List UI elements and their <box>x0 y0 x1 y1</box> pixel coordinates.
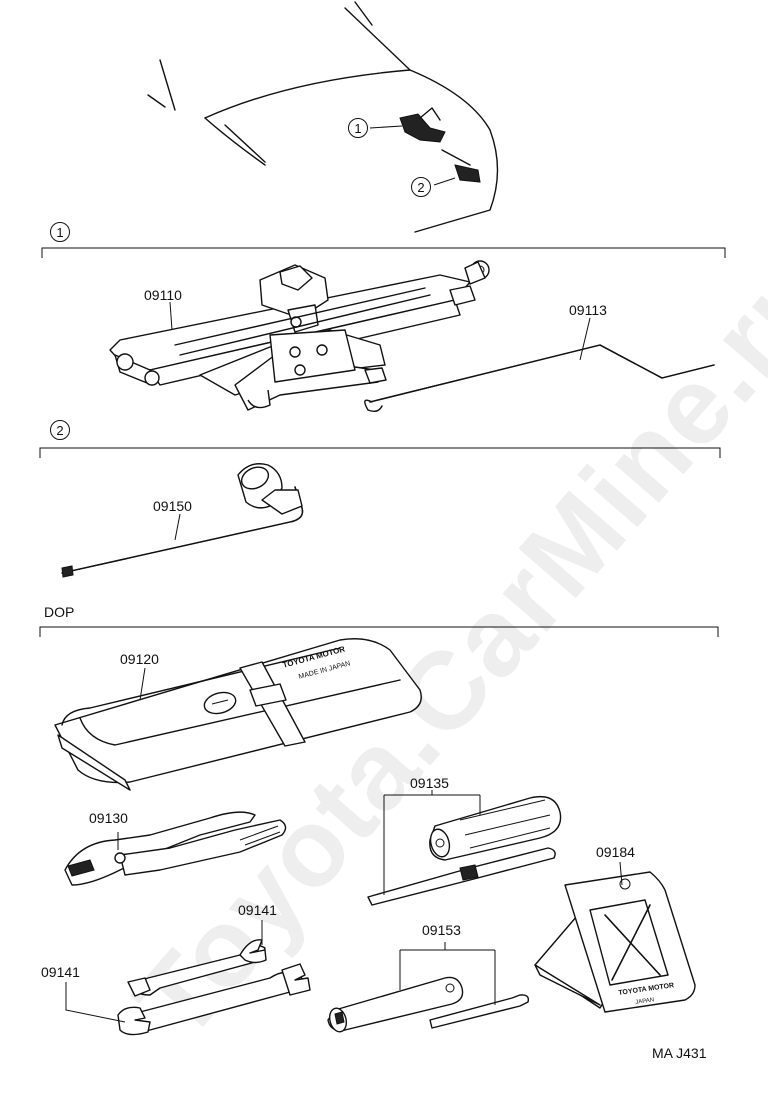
part-label-09184: 09184 <box>596 844 635 860</box>
bracket-section-1 <box>41 247 726 258</box>
part-label-09120: 09120 <box>120 651 159 667</box>
part-label-09141-lower: 09141 <box>41 964 80 980</box>
lug-wrench-drawing <box>61 463 304 578</box>
part-label-09130: 09130 <box>89 810 128 826</box>
car-trunk-outline <box>147 1 499 233</box>
plug-wrench-drawing <box>327 976 530 1033</box>
screwdriver-drawing <box>367 795 562 906</box>
part-label-09113: 09113 <box>569 302 607 318</box>
part-label-09135: 09135 <box>410 775 449 791</box>
jack-handle-drawing <box>364 344 715 413</box>
part-label-09153: 09153 <box>422 922 461 938</box>
wrenches-drawing <box>117 939 311 1036</box>
bracket-section-dop <box>39 626 719 637</box>
figure-code: MA J431 <box>652 1045 707 1061</box>
callout-2: 2 <box>411 177 431 197</box>
leader-lines <box>65 301 623 1023</box>
bracket-section-2 <box>39 447 721 458</box>
tool-bag-drawing <box>54 638 422 791</box>
part-label-09150: 09150 <box>153 498 192 514</box>
callout-1: 1 <box>348 118 368 138</box>
section-1-marker: 1 <box>50 222 70 242</box>
warning-triangle-drawing <box>534 871 696 1013</box>
section-2-marker: 2 <box>50 420 70 440</box>
scissor-jack-drawing <box>109 260 490 411</box>
pliers-drawing <box>64 811 287 886</box>
part-label-09141-upper: 09141 <box>238 902 277 918</box>
section-dop-label: DOP <box>44 604 75 620</box>
part-label-09110: 09110 <box>144 287 182 303</box>
